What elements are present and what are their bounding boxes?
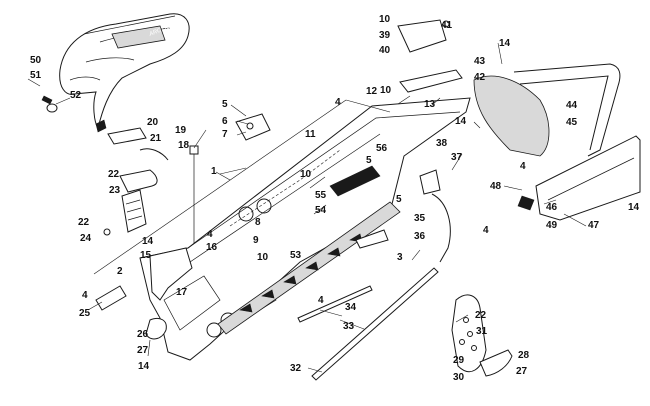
callout-19: 19 bbox=[175, 125, 187, 136]
callout-41: 41 bbox=[441, 20, 453, 31]
callout-4-2: 4 bbox=[207, 229, 213, 240]
callout-16: 16 bbox=[206, 242, 218, 253]
callout-36: 36 bbox=[414, 231, 426, 242]
callout-3: 3 bbox=[397, 252, 403, 263]
callout-31: 31 bbox=[476, 326, 488, 337]
callout-18: 18 bbox=[178, 140, 190, 151]
callout-43: 43 bbox=[474, 56, 486, 67]
callout-47: 47 bbox=[588, 220, 600, 231]
callout-42: 42 bbox=[474, 72, 486, 83]
callout-40: 40 bbox=[379, 45, 391, 56]
callout-8: 8 bbox=[255, 217, 261, 228]
callout-22: 22 bbox=[108, 169, 120, 180]
callout-9: 9 bbox=[253, 235, 259, 246]
callout-14-3: 14 bbox=[142, 236, 154, 247]
callout-10-3: 10 bbox=[300, 169, 312, 180]
callout-44: 44 bbox=[566, 100, 578, 111]
callout-39: 39 bbox=[379, 30, 391, 41]
callout-1: 1 bbox=[211, 166, 217, 177]
callout-4-5: 4 bbox=[520, 161, 526, 172]
callout-11: 11 bbox=[305, 129, 316, 140]
callout-54: 54 bbox=[315, 205, 327, 216]
callout-14-2: 14 bbox=[455, 116, 467, 127]
callout-14: 14 bbox=[499, 38, 511, 49]
callout-29: 29 bbox=[453, 355, 465, 366]
callout-15: 15 bbox=[140, 250, 152, 261]
callout-20: 20 bbox=[147, 117, 159, 128]
rear-bumper-and-flap bbox=[397, 19, 641, 221]
callout-33: 33 bbox=[343, 321, 355, 332]
seat-assembly bbox=[41, 13, 190, 133]
callout-17: 17 bbox=[176, 287, 188, 298]
callout-55: 55 bbox=[315, 190, 327, 201]
callout-10-4: 10 bbox=[257, 252, 269, 263]
callout-50: 50 bbox=[30, 55, 42, 66]
callout-32: 32 bbox=[290, 363, 302, 374]
rails bbox=[297, 169, 451, 381]
callout-6: 6 bbox=[222, 116, 228, 127]
callout-22-2: 22 bbox=[78, 217, 90, 228]
callout-22-3: 22 bbox=[475, 310, 487, 321]
callout-46: 46 bbox=[546, 202, 558, 213]
callout-12: 12 bbox=[366, 86, 378, 97]
callout-10: 10 bbox=[379, 14, 391, 25]
callout-2: 2 bbox=[117, 266, 123, 277]
reference-frame-lines bbox=[93, 99, 391, 275]
callout-53: 53 bbox=[290, 250, 302, 261]
callout-5-2: 5 bbox=[366, 155, 372, 166]
small-parts-left bbox=[103, 127, 199, 310]
callout-37: 37 bbox=[451, 152, 463, 163]
callout-30: 30 bbox=[453, 372, 465, 383]
front-brackets bbox=[95, 247, 193, 340]
callout-56: 56 bbox=[376, 143, 388, 154]
callout-45: 45 bbox=[566, 117, 578, 128]
callout-49: 49 bbox=[546, 220, 558, 231]
callout-34: 34 bbox=[345, 302, 357, 313]
callout-28: 28 bbox=[518, 350, 530, 361]
callout-4-3: 4 bbox=[82, 290, 88, 301]
callout-21: 21 bbox=[150, 133, 162, 144]
callout-5-3: 5 bbox=[396, 194, 402, 205]
callout-4-6: 4 bbox=[483, 225, 489, 236]
callout-10-2: 10 bbox=[380, 85, 392, 96]
callout-14-4: 14 bbox=[138, 361, 150, 372]
callout-4-4: 4 bbox=[318, 295, 324, 306]
footrest bbox=[451, 294, 513, 377]
callout-51: 51 bbox=[30, 70, 42, 81]
leader-lines bbox=[27, 42, 587, 373]
callout-14-5: 14 bbox=[628, 202, 640, 213]
callout-38: 38 bbox=[436, 138, 448, 149]
callout-5: 5 bbox=[222, 99, 228, 110]
callout-27-2: 27 bbox=[516, 366, 528, 377]
callout-4: 4 bbox=[335, 97, 341, 108]
callout-52: 52 bbox=[70, 90, 82, 101]
callout-24: 24 bbox=[80, 233, 92, 244]
callout-23: 23 bbox=[109, 185, 121, 196]
heat-exchanger bbox=[217, 165, 401, 335]
callout-26: 26 bbox=[137, 329, 149, 340]
callout-13: 13 bbox=[424, 99, 436, 110]
callout-25: 25 bbox=[79, 308, 91, 319]
callout-7: 7 bbox=[222, 129, 228, 140]
callout-27: 27 bbox=[137, 345, 149, 356]
callout-35: 35 bbox=[414, 213, 426, 224]
callout-48: 48 bbox=[490, 181, 502, 192]
